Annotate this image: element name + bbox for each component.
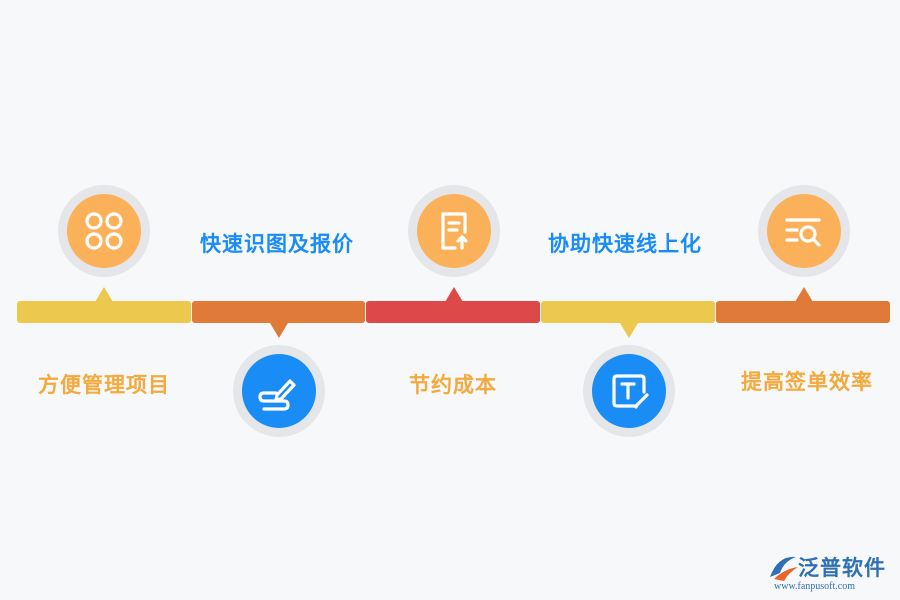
list-search-icon: [785, 218, 821, 247]
fanpu-logo-icon: [770, 556, 798, 581]
document-upload-icon: [441, 212, 468, 250]
pointer-triangle-1: [95, 287, 113, 302]
watermark-url: www.fanpusoft.com: [774, 581, 856, 592]
step-5-label: 提高签单效率: [741, 370, 873, 394]
timeline-segment-4: [541, 301, 715, 323]
step-5-icon-ring: [758, 185, 850, 277]
timeline-segment-5: [716, 301, 890, 323]
grid-circles-icon: [85, 212, 123, 250]
timeline-segment-3: [366, 301, 540, 323]
step-3-icon-ring: [408, 185, 500, 277]
pointer-triangle-4: [620, 323, 638, 338]
signature-pen-icon: [258, 379, 296, 411]
text-edit-icon: [612, 374, 649, 409]
step-1-icon-ring: [58, 185, 150, 277]
step-4-icon-ring: [583, 345, 675, 437]
watermark-name: 泛普软件: [798, 556, 886, 580]
pointer-triangle-2: [270, 323, 288, 338]
step-4-label: 协助快速线上化: [548, 232, 702, 256]
watermark-logo: 泛普软件 www.fanpusoft.com: [766, 550, 892, 594]
pointer-triangle-3: [445, 287, 463, 302]
step-3-label: 节约成本: [409, 373, 497, 397]
timeline-segment-2: [192, 301, 365, 323]
step-1-label: 方便管理项目: [38, 373, 170, 397]
step-2-icon-ring: [233, 345, 325, 437]
pointer-triangle-5: [795, 287, 813, 302]
step-2-label: 快速识图及报价: [200, 232, 354, 256]
timeline-segment-1: [17, 301, 191, 323]
